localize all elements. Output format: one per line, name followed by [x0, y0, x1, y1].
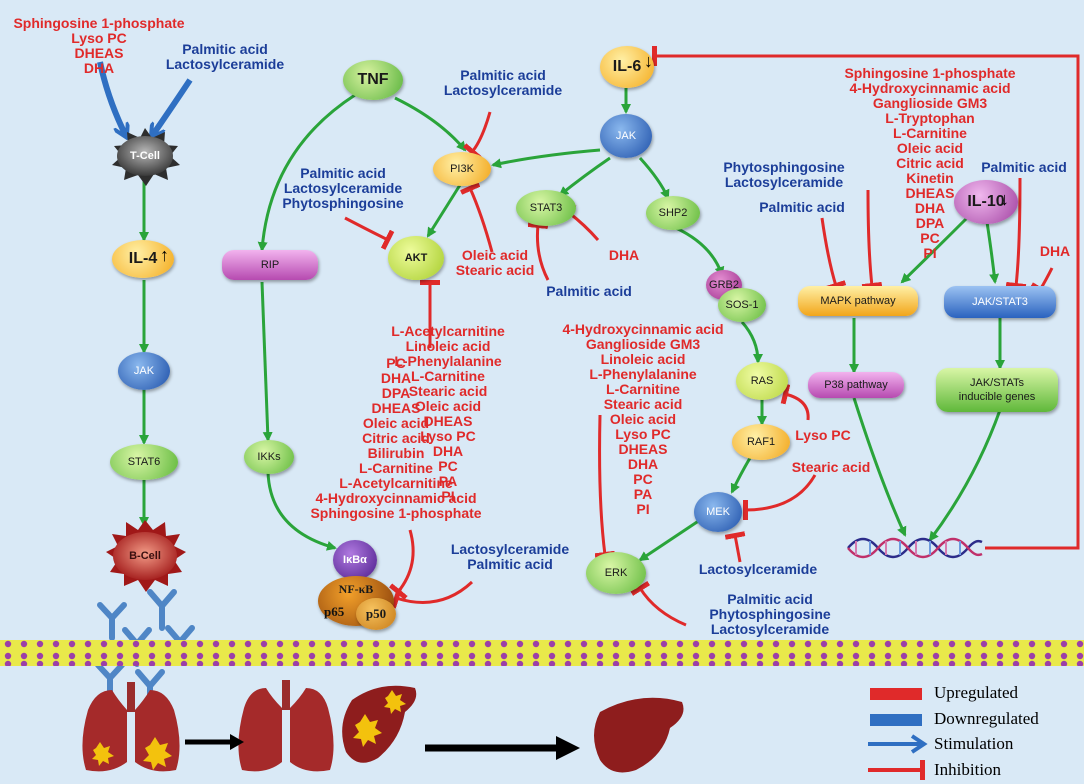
node-raf1: RAF1: [732, 424, 790, 460]
t-cell-label: T-Cell: [130, 150, 160, 162]
node-jakstat3: JAK/STAT3: [944, 286, 1056, 318]
cell-membrane: [0, 640, 1084, 666]
node-sos1: SOS-1: [718, 288, 766, 322]
node-stat3: STAT3: [516, 190, 576, 226]
stimulation-arrow: [152, 78, 193, 136]
label-mapk-downregulated: Phytosphingosine Lactosylceramide: [723, 159, 845, 190]
il4-up-arrow-icon: ↑: [160, 245, 169, 265]
label-pi3k-downregulated: Palmitic acid Lactosylceramide: [443, 67, 563, 98]
dna-helix: [847, 537, 983, 559]
t-cell: [112, 128, 180, 186]
label-raf-upregulated: Stearic acid: [791, 459, 871, 475]
label-stat3-downregulated: Palmitic acid: [546, 283, 632, 299]
node-il4: IL-4: [112, 240, 174, 278]
node-stat6: STAT6: [110, 444, 178, 480]
label-ras-upregulated: Lyso PC: [795, 427, 851, 443]
stimulation-arrow: [97, 61, 126, 136]
lungs-icon-inflamed: [82, 682, 180, 772]
label-mek-downregulated: Lactosylceramide: [698, 561, 818, 577]
label-akt-upregulated: L-Acetylcarnitine Linoleic acid L-Phenyl…: [391, 323, 505, 504]
b-cell-label: B-Cell: [129, 550, 161, 562]
node-erk: ERK: [586, 552, 646, 594]
node-shp2: SHP2: [646, 196, 700, 230]
node-mek: MEK: [694, 492, 742, 532]
label-nfkb-downregulated: Lactosylceramide Palmitic acid: [450, 541, 570, 572]
legend-downregulated-swatch: [870, 714, 922, 726]
label-tcell-downregulated: Palmitic acid Lactosylceramide: [165, 41, 285, 72]
node-jak-mid: JAK: [600, 114, 652, 158]
nfkb-p65-label: p65: [324, 604, 345, 619]
node-jakstats-genes: JAK/STATs inducible genes: [936, 368, 1058, 412]
label-mapk-upregulated: Sphingosine 1-phosphate 4-Hydroxycinnami…: [844, 65, 1016, 261]
label-erk-upregulated: 4-Hydroxycinnamic acid Ganglioside GM3 L…: [562, 321, 724, 517]
label-jakstat3-downregulated: Palmitic acid: [981, 159, 1067, 175]
legend-downregulated-label: Downregulated: [934, 709, 1039, 728]
legend-upregulated-swatch: [870, 688, 922, 700]
il10-down-arrow-icon: ↓: [1000, 189, 1009, 209]
legend-stimulation-label: Stimulation: [934, 734, 1014, 753]
node-tnf: TNF: [343, 60, 403, 100]
legend-inhibition-label: Inhibition: [934, 760, 1002, 779]
node-il10: IL-10: [954, 180, 1018, 224]
label-stat3-upregulated: DHA: [608, 247, 640, 263]
b-cell: [106, 520, 186, 592]
label-erk-downregulated: Palmitic acid Phytosphingosine Lactosylc…: [709, 591, 831, 637]
node-akt: AKT: [388, 236, 444, 280]
label-mapk-downregulated-2: Palmitic acid: [759, 199, 845, 215]
liver-icon-inflamed: [342, 685, 417, 763]
node-jak-left: JAK: [118, 352, 170, 390]
node-ikks: IKKs: [244, 440, 294, 474]
node-ikba: IκBα: [333, 540, 377, 580]
il6-down-arrow-icon: ↓: [644, 51, 653, 71]
node-p38: P38 pathway: [808, 372, 904, 398]
node-p50: p50: [356, 598, 396, 630]
node-ras: RAS: [736, 362, 788, 400]
label-ikba-upregulated: PC DHA DPA DHEAS Oleic acid Citric acid …: [310, 355, 482, 521]
node-rip: RIP: [222, 250, 318, 280]
node-mapk: MAPK pathway: [798, 286, 918, 316]
label-tcell-upregulated: Sphingosine 1-phosphate Lyso PC DHEAS DH…: [13, 15, 185, 76]
liver-icon-healthy: [594, 697, 684, 773]
label-jakstat3-upregulated: DHA: [1039, 243, 1071, 259]
node-pi3k: PI3K: [433, 152, 491, 186]
label-pi3k-upregulated: Oleic acid Stearic acid: [455, 247, 535, 278]
label-akt-downregulated: Palmitic acid Lactosylceramide Phytosphi…: [282, 165, 404, 211]
legend-upregulated-label: Upregulated: [934, 683, 1019, 702]
node-il6: IL-6: [600, 46, 654, 88]
lungs-icon-healthy: [238, 680, 334, 772]
